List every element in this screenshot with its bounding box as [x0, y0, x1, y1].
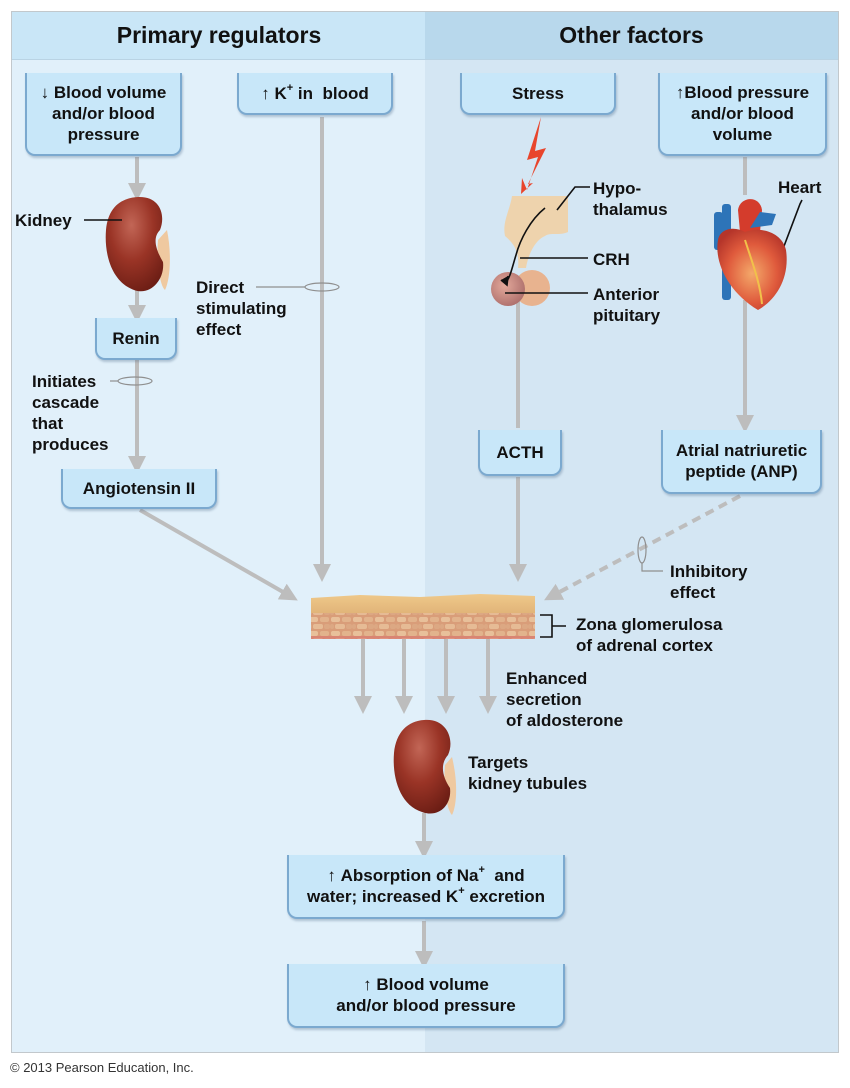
kidney-label: Kidney	[15, 211, 72, 230]
potassium-increase-box: ↑ K+ in blood	[237, 73, 393, 115]
stress-box: Stress	[460, 73, 616, 115]
up-arrow-icon: ↑	[675, 83, 685, 102]
copyright-notice: © 2013 Pearson Education, Inc.	[10, 1060, 194, 1075]
acth-box: ACTH	[478, 430, 562, 476]
up-arrow-icon: ↑	[327, 866, 336, 885]
up-arrow-icon: ↑	[261, 83, 270, 103]
blood-pressure-increase-box: ↑Blood pressure and/or blood volume	[658, 73, 827, 156]
up-arrow-icon: ↑	[363, 975, 372, 994]
hypothalamus-label: Hypo-thalamus	[593, 179, 668, 219]
absorption-box: ↑ Absorption of Na+ and water; increased…	[287, 855, 565, 919]
down-arrow-icon: ↓	[40, 83, 50, 102]
blood-volume-decrease-box: ↓ Blood volume and/or blood pressure	[25, 73, 182, 156]
blood-volume-increase-box: ↑ Blood volume and/or blood pressure	[287, 964, 565, 1028]
crh-label: CRH	[593, 250, 630, 269]
heart-label: Heart	[778, 178, 822, 197]
angiotensin-box: Angiotensin II	[61, 469, 217, 509]
renin-box: Renin	[95, 318, 177, 360]
primary-regulators-header: Primary regulators	[12, 12, 426, 60]
other-factors-header: Other factors	[425, 12, 838, 60]
